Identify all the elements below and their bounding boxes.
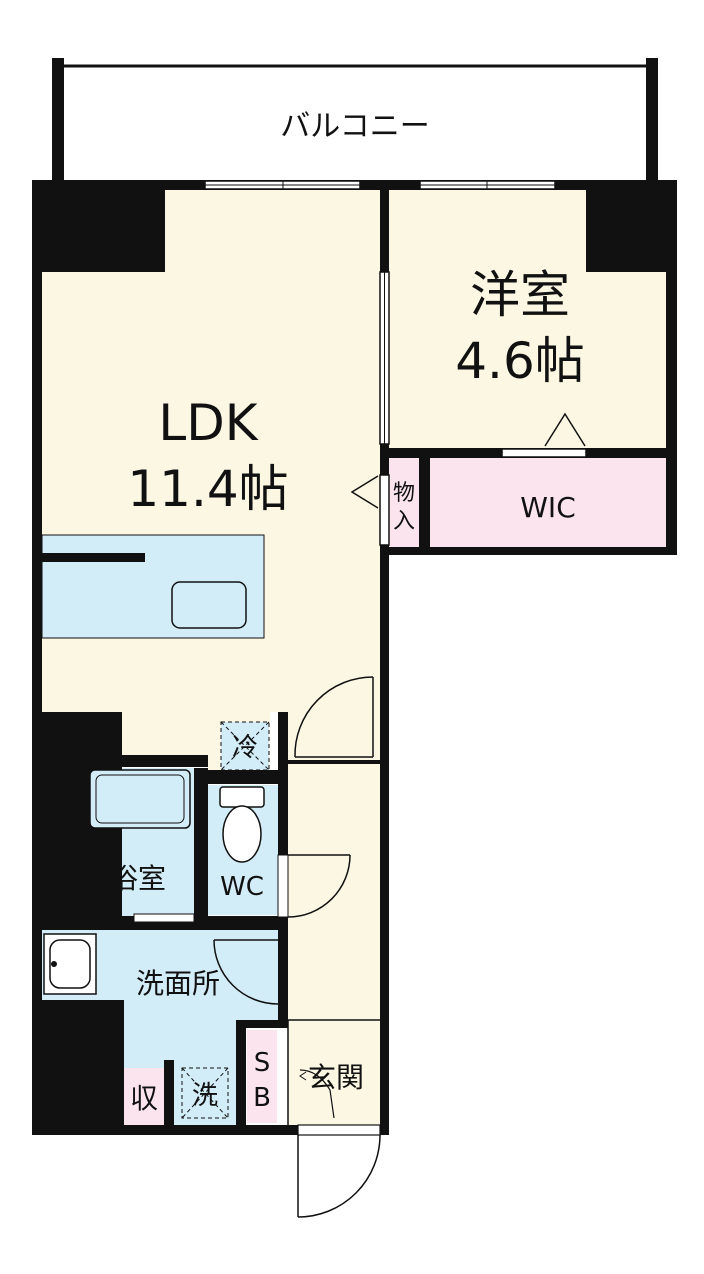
toilet-door xyxy=(277,854,351,918)
closet-label: 収 xyxy=(130,1082,158,1115)
bath-door xyxy=(133,913,195,923)
fridge-space xyxy=(220,721,270,771)
toilet-label: WC xyxy=(220,872,264,902)
bathtub xyxy=(89,769,191,829)
washroom-door xyxy=(213,939,279,1005)
structural-columns xyxy=(42,190,666,1125)
toilet xyxy=(219,786,265,863)
shoebox-label-top: S xyxy=(254,1048,271,1078)
ldk-size-label: 11.4帖 xyxy=(127,460,288,518)
kitchen-counter xyxy=(41,534,265,639)
fridge-label: 冷 xyxy=(232,733,258,763)
windows xyxy=(204,180,556,190)
washer-space xyxy=(181,1067,229,1119)
shoebox-label-bottom: B xyxy=(253,1083,271,1113)
sliding-door xyxy=(379,271,390,445)
wic-floor xyxy=(430,458,666,547)
storage-label-bottom: 入 xyxy=(393,509,415,534)
balcony xyxy=(52,58,658,186)
entrance-door xyxy=(287,1019,381,1218)
entrance-label: 玄関 xyxy=(308,1061,364,1094)
washbasin xyxy=(43,933,97,995)
washer-label: 洗 xyxy=(192,1081,218,1111)
storage-floor xyxy=(389,455,419,547)
closet-floor xyxy=(124,1068,164,1125)
western-room-floor xyxy=(389,190,666,448)
storage-label-top: 物 xyxy=(393,481,415,506)
shoebox-floor xyxy=(247,1030,277,1123)
balcony-label: バルコニー xyxy=(280,109,429,144)
entrance-floor xyxy=(288,1020,380,1125)
hallway-floor xyxy=(288,765,380,1020)
storage-door xyxy=(350,474,390,546)
sink xyxy=(171,581,247,629)
washroom-label: 洗面所 xyxy=(136,967,220,1000)
wic-door xyxy=(501,412,587,458)
western-room-name-label: 洋室 xyxy=(470,266,570,324)
ldk-door xyxy=(294,676,374,758)
bath-label: 浴室 xyxy=(110,862,166,895)
western-room-size-label: 4.6帖 xyxy=(455,332,585,390)
ldk-name-label: LDK xyxy=(158,394,258,452)
wic-label: WIC xyxy=(520,491,576,524)
